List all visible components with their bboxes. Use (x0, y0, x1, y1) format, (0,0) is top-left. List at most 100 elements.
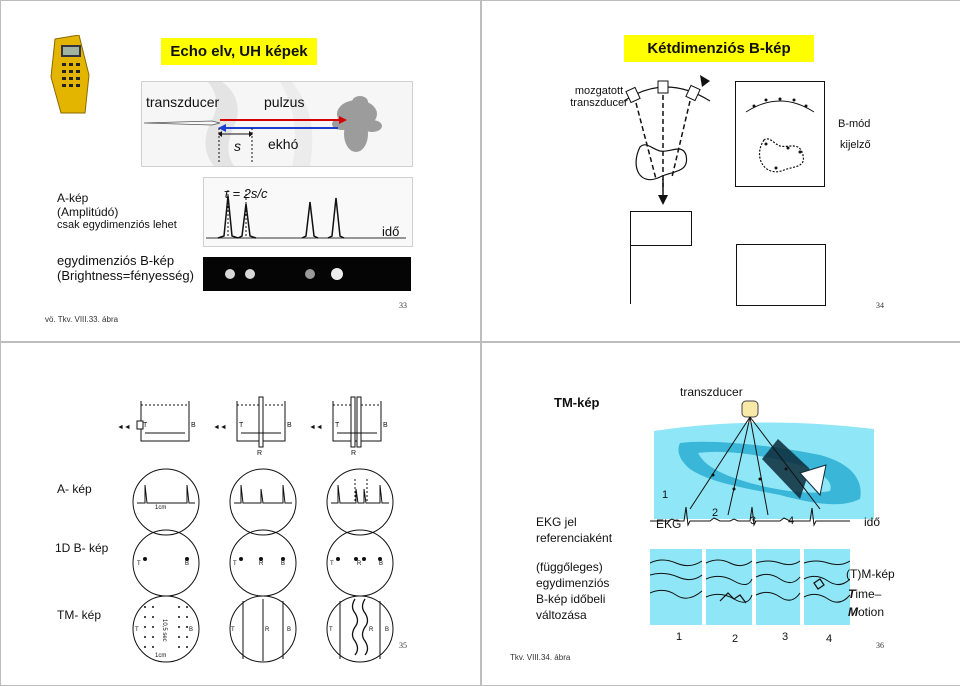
footnote: Tkv. VIII.34. ábra (510, 653, 571, 662)
svg-text:T: T (330, 561, 334, 567)
tm-image-panels (649, 549, 851, 625)
tau-formula: τ = 2s/c (224, 186, 268, 201)
b-mode-description: egydimenziós B-kép (Brightness=fényesség… (57, 253, 194, 283)
svg-text:R: R (369, 627, 374, 633)
a-mode-graph: τ = 2s/c idő (203, 177, 413, 247)
desc-line2: egydimenziós (536, 576, 610, 590)
bottom-number-1: 1 (676, 631, 683, 643)
svg-text:B: B (191, 422, 196, 429)
scale-label: 1cm (155, 505, 167, 511)
time-label: idő (382, 224, 400, 239)
svg-text:T: T (143, 422, 148, 429)
svg-text:B: B (185, 561, 189, 567)
row-label-a-mode: A- kép (57, 482, 92, 496)
echo-label: ekhó (268, 136, 299, 152)
motion-initial: M (848, 605, 858, 619)
page-number: 35 (399, 641, 407, 650)
b-mode-line2: (Brightness=fényesség) (57, 268, 194, 283)
echo-dot (305, 269, 315, 279)
time-label: idő (864, 515, 881, 529)
time-rest: ime– (855, 587, 882, 601)
display-label: kijelző (840, 139, 871, 151)
time-motion-label-line2: Motion (848, 605, 884, 619)
tm-mode-label: (T)M-kép (846, 567, 895, 581)
desc-line1: (függőleges) (536, 560, 603, 574)
echo-dot (245, 269, 255, 279)
a-mode-line2: (Amplitúdó) (57, 205, 119, 219)
svg-text:R: R (259, 561, 264, 567)
svg-text:T: T (335, 422, 340, 429)
echo-dot (225, 269, 235, 279)
bottom-frame-right (736, 244, 826, 306)
moving-transducer-label: mozgatott transzducer (570, 85, 628, 109)
s-label: s (234, 138, 241, 154)
slide-34-title: Kétdimenziós B-kép (624, 35, 814, 62)
pulse-label: pulzus (264, 94, 305, 110)
ekg-number-4: 4 (788, 515, 795, 527)
b-mode-strip (203, 257, 411, 291)
slide-36: TM-kép transzducer EKG jel referenciakén… (481, 342, 960, 686)
vessel-diagrams: ◄◄ T B ◄◄ T B R ◄◄ T B R (117, 396, 388, 457)
footnote: vö. Tkv. VIII.33. ábra (45, 315, 119, 324)
heart-illustration (650, 399, 878, 519)
svg-text:T: T (239, 422, 244, 429)
ekg-text-line2: referenciaként (536, 531, 613, 545)
page-number: 33 (399, 301, 407, 310)
b-mode-line1: egydimenziós B-kép (57, 253, 175, 268)
svg-text:T: T (233, 561, 237, 567)
vertical-axis (630, 244, 631, 304)
svg-text:B: B (383, 422, 388, 429)
slide-36-title: TM-kép (554, 395, 600, 410)
svg-text:B: B (287, 627, 291, 633)
page-number: 36 (876, 641, 884, 650)
ekg-number-3: 3 (750, 515, 757, 527)
a-mode-line1: A-kép (57, 191, 89, 205)
tm-description: (függőleges) egydimenziós B-kép időbeli … (536, 559, 609, 623)
motion-rest: otion (858, 605, 885, 619)
svg-text:T: T (329, 627, 333, 633)
page-number: 34 (876, 301, 884, 310)
row-label-tm-mode: TM- kép (57, 608, 102, 622)
echo-diagram: transzducer pulzus s ekhó (141, 81, 413, 167)
transducer-label: transzducer (680, 385, 743, 399)
ekg-strip (650, 505, 850, 529)
ekg-label: EKG (656, 517, 682, 531)
svg-text:R: R (357, 561, 362, 567)
mode-comparison-grid: T B T R B T R B T B T R B T R B (132, 468, 394, 663)
row-label-1d-b-mode: 1D B- kép (55, 541, 109, 555)
time-initial: T (848, 587, 856, 601)
svg-text:B: B (379, 561, 383, 567)
svg-text:B: B (287, 422, 292, 429)
echo-dot (331, 268, 343, 280)
svg-text:R: R (265, 627, 270, 633)
svg-text:T: T (137, 561, 141, 567)
transducer-label: transzducer (146, 94, 220, 110)
svg-text:T: T (135, 627, 139, 633)
time-motion-label-line1: Time– (848, 587, 881, 601)
bottom-number-3: 3 (782, 631, 789, 643)
b-mode-display (735, 81, 825, 187)
tm-time-label: 10,5 sec (161, 619, 167, 642)
svg-text:◄◄: ◄◄ (213, 424, 227, 431)
svg-text:B: B (385, 627, 389, 633)
slide-35: ◄◄ T B ◄◄ T B R ◄◄ T B R A- kép 1D B- kép TM- ké… (0, 342, 481, 686)
svg-text:T: T (231, 627, 235, 633)
desc-line4: változása (536, 608, 587, 622)
a-mode-description: A-kép (Amplitúdó) csak egydimenziós lehe… (57, 191, 177, 231)
svg-text:R: R (257, 450, 262, 457)
bottom-frame-left (630, 211, 692, 246)
svg-text:B: B (189, 627, 193, 633)
fan-scan-sketch (623, 75, 711, 205)
slide-34: Kétdimenziós B-kép mozgatott transzducer… (481, 0, 960, 342)
ekg-number-2: 2 (712, 507, 719, 519)
bottom-number-4: 4 (826, 633, 833, 645)
svg-text:R: R (351, 450, 356, 457)
slide-33-title: Echo elv, UH képek (161, 38, 317, 65)
b-mode-label: B-mód (838, 118, 871, 130)
svg-text:◄◄: ◄◄ (117, 424, 131, 431)
svg-text:◄◄: ◄◄ (309, 424, 323, 431)
scale-label-2: 1cm (155, 653, 167, 659)
desc-line3: B-kép időbeli (536, 592, 606, 606)
svg-text:B: B (281, 561, 285, 567)
slide-33: Echo elv, UH képek (0, 0, 481, 342)
